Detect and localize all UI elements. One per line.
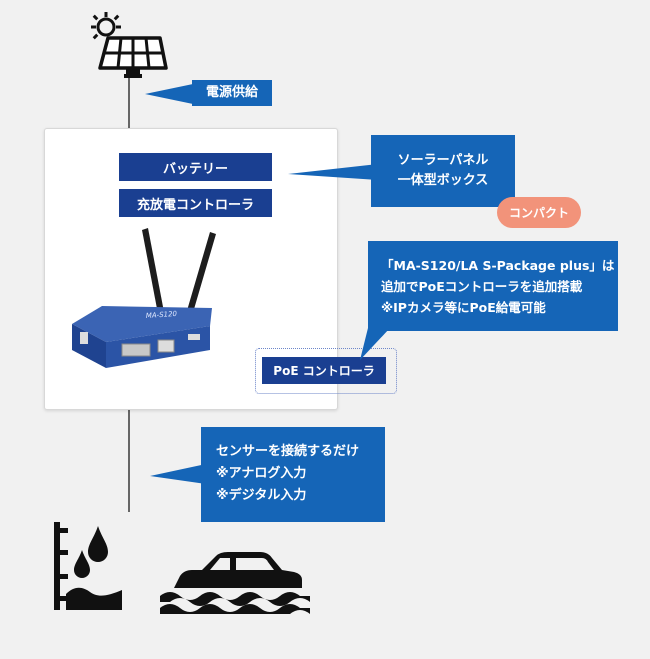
power-callout-arrow — [145, 84, 193, 104]
solar-callout-line2: 一体型ボックス — [397, 173, 489, 188]
connector-line-bottom — [128, 408, 130, 512]
poe-highlight-box — [255, 348, 397, 394]
charge-controller-label: 充放電コントローラ — [119, 189, 272, 217]
sensor-callout-line3: ※デジタル入力 — [216, 488, 307, 503]
power-supply-label: 電源供給 — [205, 85, 258, 100]
poe-controller-label: PoE コントローラ — [262, 357, 386, 384]
sensor-callout-line2: ※アナログ入力 — [216, 466, 307, 481]
sensor-callout: センサーを接続するだけ ※アナログ入力 ※デジタル入力 — [201, 427, 385, 522]
battery-label: バッテリー — [119, 153, 272, 181]
router-image: MA-S120 — [72, 228, 216, 368]
compact-badge: コンパクト — [497, 197, 581, 228]
router-model-text: MA-S120 — [146, 310, 178, 320]
solar-callout: ソーラーパネル 一体型ボックス — [371, 135, 515, 207]
connector-line-top — [128, 76, 130, 128]
package-callout: 「MA-S120/LA S-Package plus」は 追加でPoEコントロー… — [368, 241, 618, 331]
power-supply-callout: 電源供給 — [192, 80, 272, 106]
solar-panel-icon — [91, 12, 168, 78]
package-callout-line1: 「MA-S120/LA S-Package plus」は — [381, 258, 615, 273]
sensor-callout-line1: センサーを接続するだけ — [216, 444, 360, 459]
flooded-car-icon — [160, 552, 310, 614]
water-level-icon — [54, 522, 122, 610]
solar-callout-line1: ソーラーパネル — [397, 153, 489, 168]
solar-callout-arrow — [288, 164, 378, 180]
package-callout-line3: ※IPカメラ等にPoE給電可能 — [381, 300, 546, 315]
package-callout-arrow — [360, 328, 390, 360]
sensor-callout-arrow — [150, 464, 206, 484]
package-callout-line2: 追加でPoEコントローラを追加搭載 — [381, 279, 583, 294]
